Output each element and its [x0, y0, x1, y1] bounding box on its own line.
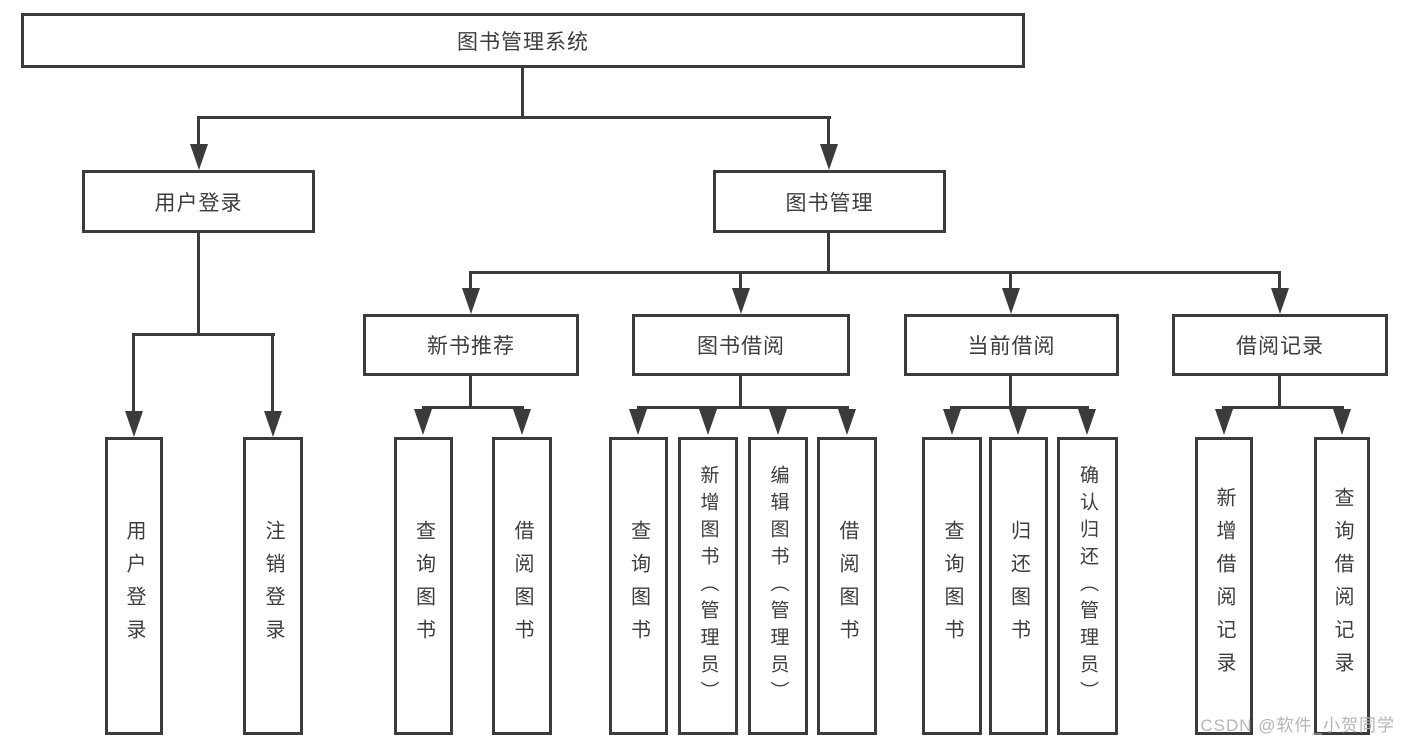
leaf-borrow-books-recommend-label: 借阅图书: [511, 520, 533, 652]
leaf-return-books-label: 归还图书: [1007, 520, 1030, 652]
arrowhead-borrowrecords: [1271, 288, 1289, 314]
leaf-user-login-label: 用户登录: [123, 520, 145, 652]
connector-stem-user-login: [197, 116, 200, 147]
leaf-edit-books-admin-label: 编辑图书（管理员）: [767, 464, 789, 708]
arrowhead-leaf-logout: [264, 411, 282, 437]
node-current-borrow: 当前借阅: [904, 314, 1119, 376]
node-book-management: 图书管理: [713, 170, 946, 233]
connector-g1-branch: [422, 406, 524, 409]
arrowhead-bookborrow: [732, 288, 750, 314]
leaf-query-books-current-label: 查询图书: [941, 520, 963, 652]
connector-g2-stem: [739, 376, 742, 409]
leaf-confirm-return-admin: 确认归还（管理员）: [1057, 437, 1118, 735]
arrowhead-g2-leaf4: [838, 409, 856, 435]
arrowhead-g2-leaf1: [629, 409, 647, 435]
node-book-borrow: 图书借阅: [632, 314, 850, 376]
node-current-borrow-label: 当前借阅: [967, 335, 1056, 358]
arrowhead-g2-leaf3: [769, 409, 787, 435]
connector-bookmgmt-stem: [827, 233, 830, 273]
arrowhead-g1-leaf2: [513, 409, 531, 435]
connector-stem-leaf-login: [132, 333, 135, 413]
leaf-add-books-admin: 新增图书（管理员）: [678, 437, 738, 735]
node-book-management-label: 图书管理: [785, 191, 874, 215]
leaf-query-books-borrow-label: 查询图书: [627, 520, 650, 652]
leaf-user-login: 用户登录: [105, 437, 163, 735]
arrowhead-g1-leaf1: [414, 409, 432, 435]
leaf-borrow-books-recommend: 借阅图书: [492, 437, 552, 735]
node-borrow-records-label: 借阅记录: [1236, 335, 1324, 358]
arrowhead-g4-leaf2: [1333, 409, 1351, 435]
connector-g4-stem: [1278, 376, 1281, 409]
leaf-edit-books-admin: 编辑图书（管理员）: [748, 437, 808, 735]
node-borrow-records: 借阅记录: [1172, 314, 1388, 376]
connector-stem-borrowrecords: [1278, 271, 1281, 291]
connector-g4-branch: [1222, 406, 1344, 409]
connector-g3-branch: [950, 406, 1089, 409]
connector-userlogin-stem: [197, 233, 200, 335]
leaf-add-books-admin-label: 新增图书（管理员）: [697, 464, 719, 708]
node-root: 图书管理系统: [21, 13, 1025, 68]
leaf-logout-label: 注销登录: [262, 520, 284, 652]
arrowhead-g3-leaf1: [943, 409, 961, 435]
node-new-book-recommend-label: 新书推荐: [427, 335, 515, 358]
arrowhead-g3-leaf3: [1078, 409, 1096, 435]
node-book-borrow-label: 图书借阅: [697, 335, 785, 358]
node-new-book-recommend: 新书推荐: [363, 314, 579, 376]
connector-stem-book-mgmt: [827, 116, 830, 147]
leaf-query-books-recommend-label: 查询图书: [412, 520, 435, 652]
leaf-borrow-books: 借阅图书: [817, 437, 877, 735]
arrowhead-user-login: [190, 144, 208, 170]
leaf-return-books: 归还图书: [989, 437, 1048, 735]
connector-stem-leaf-logout: [271, 333, 274, 413]
connector-stem-bookborrow: [739, 271, 742, 291]
arrowhead-currentborrow: [1002, 288, 1020, 314]
connector-userlogin-branch: [132, 333, 275, 336]
arrowhead-newbook: [462, 288, 480, 314]
leaf-confirm-return-admin-label: 确认归还（管理员）: [1077, 464, 1098, 708]
leaf-borrow-books-label: 借阅图书: [836, 520, 858, 652]
leaf-add-borrow-record: 新增借阅记录: [1195, 437, 1253, 735]
leaf-add-borrow-record-label: 新增借阅记录: [1213, 487, 1235, 685]
leaf-query-borrow-record: 查询借阅记录: [1314, 437, 1370, 735]
connector-stem-newbook: [469, 271, 472, 291]
leaf-logout: 注销登录: [243, 437, 303, 735]
node-user-login: 用户登录: [82, 170, 315, 233]
arrowhead-g2-leaf2: [699, 409, 717, 435]
connector-stem-currentborrow: [1009, 271, 1012, 291]
leaf-query-books-recommend: 查询图书: [394, 437, 453, 735]
csdn-watermark: CSDN @软件_小贺同学: [1200, 716, 1395, 735]
arrowhead-leaf-login: [125, 411, 143, 437]
node-user-login-label: 用户登录: [154, 191, 243, 215]
node-root-label: 图书管理系统: [457, 30, 589, 54]
connector-g1-stem: [469, 376, 472, 409]
leaf-query-books-borrow: 查询图书: [609, 437, 668, 735]
connector-g2-branch: [637, 406, 849, 409]
arrowhead-g4-leaf1: [1215, 409, 1233, 435]
leaf-query-books-current: 查询图书: [922, 437, 982, 735]
arrowhead-book-mgmt: [820, 144, 838, 170]
leaf-query-borrow-record-label: 查询借阅记录: [1331, 487, 1353, 685]
arrowhead-g3-leaf2: [1009, 409, 1027, 435]
connector-bookmgmt-branch: [469, 271, 1281, 274]
connector-g3-stem: [1009, 376, 1012, 409]
connector-root-branch: [197, 116, 831, 119]
connector-root-stem: [521, 68, 524, 118]
